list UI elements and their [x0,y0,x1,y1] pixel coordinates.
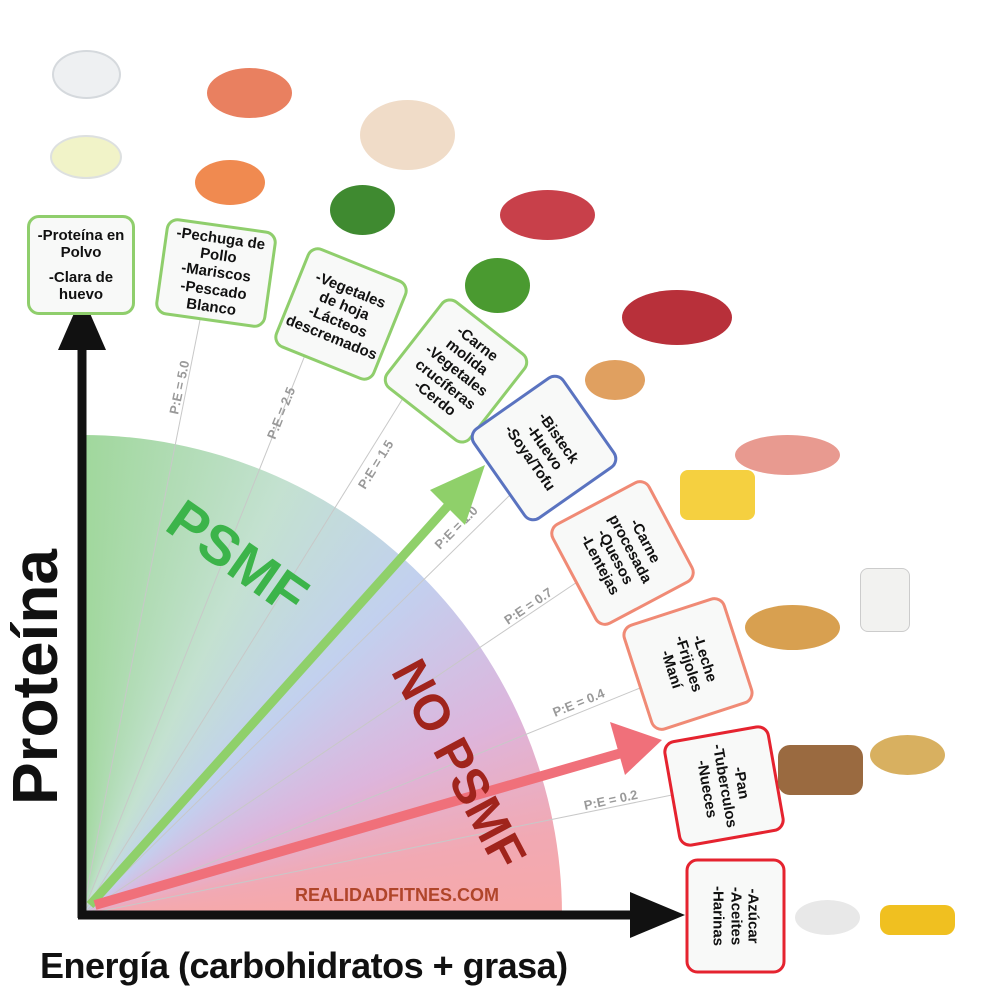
shrimp-image [195,160,265,205]
ratio-label: P:E = 2.5 [264,385,298,441]
ratio-label: P:E = 0.4 [551,685,608,720]
ratio-label: P:E = 0.7 [501,585,555,628]
food-item: -Proteína en Polvo [37,226,125,261]
food-item: -Harinas [709,885,727,947]
chicken-image [360,100,455,170]
ratio-rays [81,319,673,916]
ratio-label: P:E = 0.2 [583,787,639,813]
ray-1-0 [81,494,511,916]
food-box-pe-zero: -Azúcar-Aceites-Harinas [685,858,786,974]
food-item: -Azúcar [744,888,762,944]
food-box-pe-high: -Proteína en Polvo -Clara de huevo [27,215,135,315]
x-axis-arrow [78,892,685,938]
salmon-image [207,68,292,118]
ray-0-7 [81,569,596,916]
food-box-pe-0-2: -Pan-Tuberculos-Nueces [661,723,787,849]
potatoes-image [870,735,945,775]
ground-meat-image [500,190,595,240]
eggs-image [585,360,645,400]
food-box-pe-5: -Pechuga de Pollo-Mariscos-Pescado Blanc… [153,216,279,330]
peanuts-image [745,605,840,650]
steak-image [622,290,732,345]
sugar-image [795,900,860,935]
milk-image [860,568,910,632]
protein-powder-image [52,50,121,99]
food-item: -Aceites [727,886,745,946]
ray-2-5 [81,329,316,916]
egg-white-image [50,135,122,179]
psmf-arrow [86,465,485,909]
bread-image [778,745,863,795]
ray-0-2 [81,794,673,916]
y-axis-label: Proteína [0,548,71,806]
spinach-image [330,185,395,235]
ray-1-5 [81,394,406,916]
broccoli-image [465,258,530,313]
ray-5-0 [81,319,201,916]
ratio-label: P:E = 1.5 [355,437,397,491]
food-item: -Clara de huevo [48,269,114,304]
no-psmf-arrow [93,722,662,910]
y-axis-arrow [58,295,106,918]
bacon-image [735,435,840,475]
ratio-label: P:E = 5.0 [166,359,192,415]
oil-bottle-image [880,905,955,935]
watermark: REALIDADFITNES.COM [295,885,499,905]
x-axis-label: Energía (carbohidratos + grasa) [40,945,568,986]
cheese-image [680,470,755,520]
